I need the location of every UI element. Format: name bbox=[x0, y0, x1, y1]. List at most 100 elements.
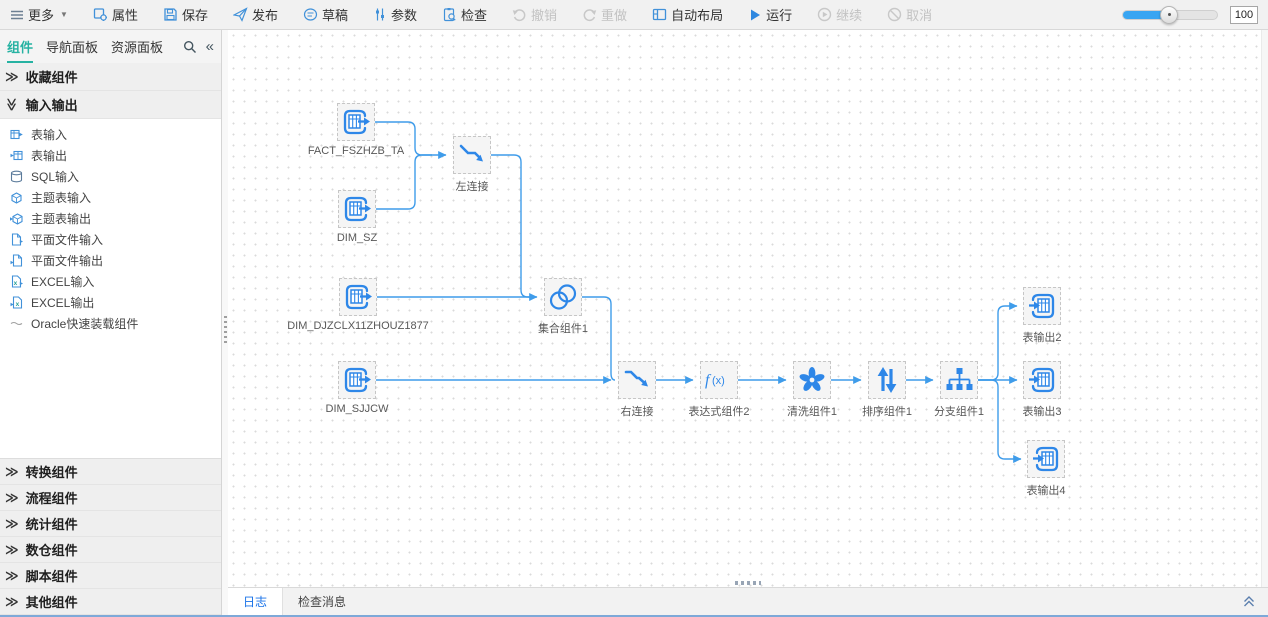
section-other-components[interactable]: ≫ 其他组件 bbox=[0, 589, 221, 615]
run-label: 运行 bbox=[766, 8, 793, 23]
zoom-value-input[interactable] bbox=[1230, 5, 1258, 24]
section-label: 输入输出 bbox=[25, 98, 78, 113]
section-favorite-components[interactable]: ≫ 收藏组件 bbox=[0, 63, 221, 91]
search-icon[interactable] bbox=[183, 40, 197, 54]
sidebar-item-sql-input[interactable]: SQL输入 bbox=[0, 166, 221, 187]
sidebar-item-theme-table-output[interactable]: 主题表输出 bbox=[0, 208, 221, 229]
cancel-label: 取消 bbox=[906, 8, 933, 23]
section-warehouse-components[interactable]: ≫ 数仓组件 bbox=[0, 537, 221, 563]
properties-icon bbox=[93, 8, 107, 21]
section-statistics-components[interactable]: ≫ 统计组件 bbox=[0, 511, 221, 537]
auto-layout-button[interactable]: 自动布局 bbox=[652, 5, 723, 24]
draft-button[interactable]: 草稿 bbox=[303, 5, 348, 24]
collapse-left-icon[interactable]: « bbox=[205, 38, 214, 55]
node-table-output-2[interactable]: 表输出2 bbox=[1022, 287, 1062, 344]
svg-text:x: x bbox=[14, 280, 18, 287]
node-left-join[interactable]: 左连接 bbox=[453, 136, 491, 193]
node-table-output-4[interactable]: 表输出4 bbox=[1026, 440, 1066, 497]
flow-canvas[interactable]: FACT_FSZHZB_TA DIM_SZ 左连接 bbox=[228, 30, 1268, 587]
sidebar-item-theme-table-input[interactable]: 主题表输入 bbox=[0, 187, 221, 208]
continue-button: 继续 bbox=[817, 5, 862, 24]
section-input-output[interactable]: ≫ 输入输出 bbox=[0, 91, 221, 119]
node-clean-component-1[interactable]: 清洗组件1 bbox=[787, 361, 837, 418]
log-panel-splitter-handle[interactable] bbox=[735, 581, 761, 585]
section-label: 流程组件 bbox=[25, 491, 78, 506]
node-fact-fszhzb-ta[interactable]: FACT_FSZHZB_TA bbox=[308, 103, 404, 157]
log-panel: 日志 检查消息 bbox=[228, 587, 1268, 615]
svg-text:(x): (x) bbox=[712, 375, 725, 387]
right-join-node-icon bbox=[618, 361, 656, 399]
table-input-node-icon bbox=[338, 190, 376, 228]
expression-node-icon: f(x) bbox=[700, 361, 738, 399]
table-output-node-icon bbox=[1023, 361, 1061, 399]
draft-icon bbox=[303, 8, 318, 21]
canvas-vertical-scrollbar[interactable] bbox=[1261, 30, 1268, 587]
sidebar-item-table-input[interactable]: 表输入 bbox=[0, 124, 221, 145]
sidebar-item-excel-input[interactable]: x EXCEL输入 bbox=[0, 271, 221, 292]
chevron-right-icon: ≫ bbox=[5, 542, 19, 557]
node-dim-sjjcw[interactable]: DIM_SJJCW bbox=[326, 361, 388, 415]
tab-navigation-panel[interactable]: 导航面板 bbox=[46, 40, 99, 55]
table-input-node-icon bbox=[337, 103, 375, 141]
tab-components[interactable]: 组件 bbox=[7, 30, 34, 63]
sidebar-splitter[interactable] bbox=[222, 30, 228, 615]
section-transform-components[interactable]: ≫ 转换组件 bbox=[0, 459, 221, 485]
node-branch-component-1[interactable]: 分支组件1 bbox=[934, 361, 984, 418]
node-sort-component-1[interactable]: 排序组件1 bbox=[862, 361, 912, 418]
tab-resource-panel[interactable]: 资源面板 bbox=[111, 40, 164, 55]
caret-down-icon: ▼ bbox=[60, 10, 68, 19]
zoom-slider-handle[interactable] bbox=[1160, 5, 1178, 24]
expand-panel-icon[interactable] bbox=[1242, 594, 1256, 613]
item-label: 主题表输出 bbox=[31, 212, 92, 226]
item-label: Oracle快速装载组件 bbox=[31, 317, 139, 331]
node-right-join[interactable]: 右连接 bbox=[618, 361, 656, 418]
section-flow-components[interactable]: ≫ 流程组件 bbox=[0, 485, 221, 511]
zoom-slider-fill bbox=[1123, 10, 1168, 19]
toolbar: 更多 ▼ 属性 保存 发布 草稿 参数 检查 撤销 bbox=[0, 0, 1268, 30]
run-button[interactable]: 运行 bbox=[748, 5, 792, 24]
params-icon bbox=[376, 8, 384, 21]
sidebar-item-flat-file-input[interactable]: 平面文件输入 bbox=[0, 229, 221, 250]
sidebar-item-oracle-loader[interactable]: Oracle快速装载组件 bbox=[0, 313, 221, 334]
section-label: 其他组件 bbox=[25, 595, 78, 610]
sidebar-item-excel-output[interactable]: x EXCEL输出 bbox=[0, 292, 221, 313]
properties-button[interactable]: 属性 bbox=[93, 5, 138, 24]
theme-table-input-icon bbox=[11, 192, 22, 204]
more-button[interactable]: 更多 ▼ bbox=[10, 5, 68, 24]
sidebar-item-flat-file-output[interactable]: 平面文件输出 bbox=[0, 250, 221, 271]
node-label: 分支组件1 bbox=[933, 406, 985, 418]
draft-label: 草稿 bbox=[321, 8, 348, 23]
node-expression-component-2[interactable]: f(x) 表达式组件2 bbox=[688, 361, 750, 418]
tab-check-messages[interactable]: 检查消息 bbox=[298, 595, 347, 609]
section-label: 转换组件 bbox=[25, 465, 78, 480]
item-label: 表输出 bbox=[31, 149, 68, 163]
svg-text:x: x bbox=[16, 301, 20, 308]
undo-icon bbox=[512, 9, 526, 22]
node-union-component-1[interactable]: 集合组件1 bbox=[538, 278, 588, 335]
node-dim-djzclx11zhouz1877[interactable]: DIM_DJZCLX11ZHOUZ1877 bbox=[287, 278, 429, 332]
oracle-loader-icon bbox=[10, 321, 23, 326]
more-label: 更多 bbox=[28, 8, 55, 23]
sidebar-splitter-handle[interactable] bbox=[223, 316, 227, 344]
table-input-node-icon bbox=[339, 278, 377, 316]
redo-label: 重做 bbox=[601, 8, 628, 23]
excel-input-icon: x bbox=[11, 275, 23, 288]
sidebar-item-table-output[interactable]: 表输出 bbox=[0, 145, 221, 166]
publish-button[interactable]: 发布 bbox=[232, 5, 278, 24]
node-label: 右连接 bbox=[620, 406, 654, 418]
check-button[interactable]: 检查 bbox=[442, 5, 487, 24]
save-button[interactable]: 保存 bbox=[163, 5, 208, 24]
toolbar-right bbox=[1122, 5, 1258, 24]
section-script-components[interactable]: ≫ 脚本组件 bbox=[0, 563, 221, 589]
node-label: 表输出4 bbox=[1026, 485, 1066, 497]
tab-log[interactable]: 日志 bbox=[228, 588, 284, 615]
params-button[interactable]: 参数 bbox=[373, 5, 417, 24]
sidebar-tools: « bbox=[183, 39, 214, 54]
node-dim-sz[interactable]: DIM_SZ bbox=[337, 190, 377, 244]
zoom-slider[interactable] bbox=[1122, 5, 1218, 24]
chevron-right-icon: ≫ bbox=[5, 568, 19, 583]
node-table-output-3[interactable]: 表输出3 bbox=[1022, 361, 1062, 418]
node-label: 排序组件1 bbox=[861, 406, 913, 418]
item-label: EXCEL输入 bbox=[31, 275, 95, 289]
